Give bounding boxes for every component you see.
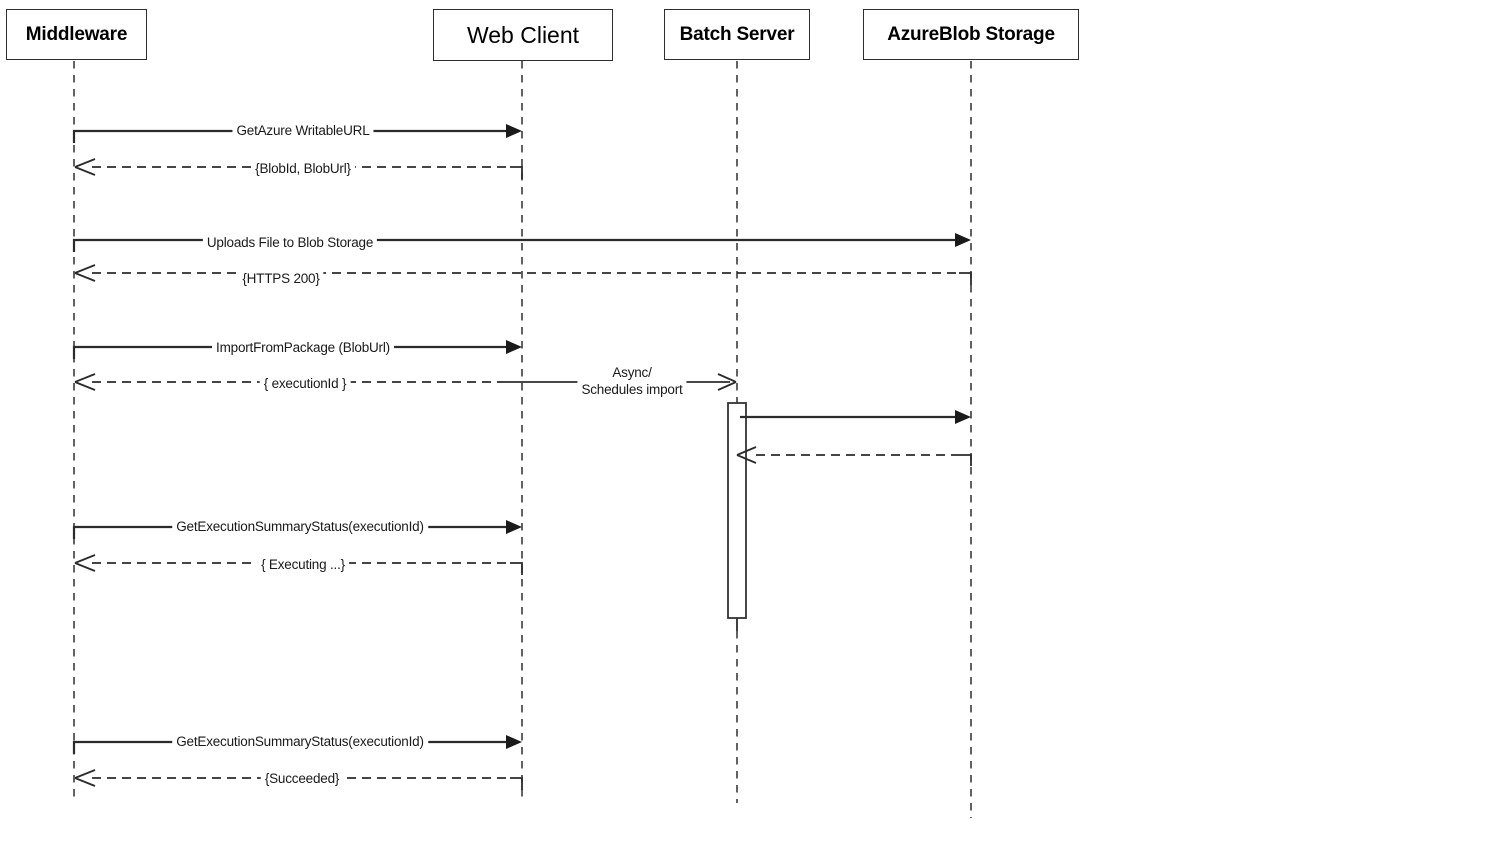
arrowhead-filled-5	[506, 520, 522, 534]
arrowhead-filled-3	[506, 340, 522, 354]
arrowhead-filled-1	[506, 124, 522, 138]
message-label-execution-id: { executionId }	[259, 376, 351, 392]
message-label-async-schedules-import: Async/ Schedules import	[577, 364, 687, 398]
arrow-execution-id-return	[74, 373, 506, 391]
arrowhead-filled-6	[506, 735, 522, 749]
actor-azure-blob-storage: AzureBlob Storage	[863, 9, 1079, 60]
actor-middleware-label: Middleware	[25, 23, 128, 45]
actor-web-client: Web Client	[433, 9, 613, 61]
message-label-get-execution-summary-1: GetExecutionSummaryStatus(executionId)	[172, 519, 428, 535]
lifelines	[73, 61, 972, 818]
arrowhead-filled-4	[955, 410, 971, 424]
message-label-succeeded: {Succeeded}	[260, 771, 344, 787]
arrowhead-filled-2	[955, 233, 971, 247]
arrow-executing-return	[74, 554, 523, 575]
actor-azure-blob-storage-label: AzureBlob Storage	[887, 23, 1055, 45]
activation-bar-batch-server	[727, 402, 747, 619]
message-label-import-from-package: ImportFromPackage (BlobUrl)	[212, 340, 394, 356]
arrow-https-200-return	[74, 264, 972, 285]
actor-batch-server: Batch Server	[664, 9, 810, 60]
arrow-succeeded-return	[74, 769, 523, 790]
arrow-blobid-bloburl-return	[74, 158, 523, 179]
actor-web-client-label: Web Client	[466, 21, 580, 48]
async-label-line2: Schedules import	[581, 382, 683, 397]
message-label-blobid-bloburl: {BlobId, BlobUrl}	[251, 161, 355, 177]
message-label-executing: { Executing ...}	[257, 557, 349, 573]
message-label-get-azure-writable-url: GetAzure WritableURL	[232, 123, 374, 139]
actor-middleware: Middleware	[6, 9, 147, 60]
message-label-get-execution-summary-2: GetExecutionSummaryStatus(executionId)	[172, 734, 428, 750]
message-label-uploads-file: Uploads File to Blob Storage	[202, 235, 378, 251]
actor-batch-server-label: Batch Server	[679, 23, 795, 45]
arrow-azure-to-batch-return	[736, 446, 972, 466]
arrow-uploads-file	[72, 238, 957, 252]
async-label-line1: Async/	[612, 365, 652, 380]
message-label-https-200: {HTTPS 200}	[238, 271, 324, 287]
